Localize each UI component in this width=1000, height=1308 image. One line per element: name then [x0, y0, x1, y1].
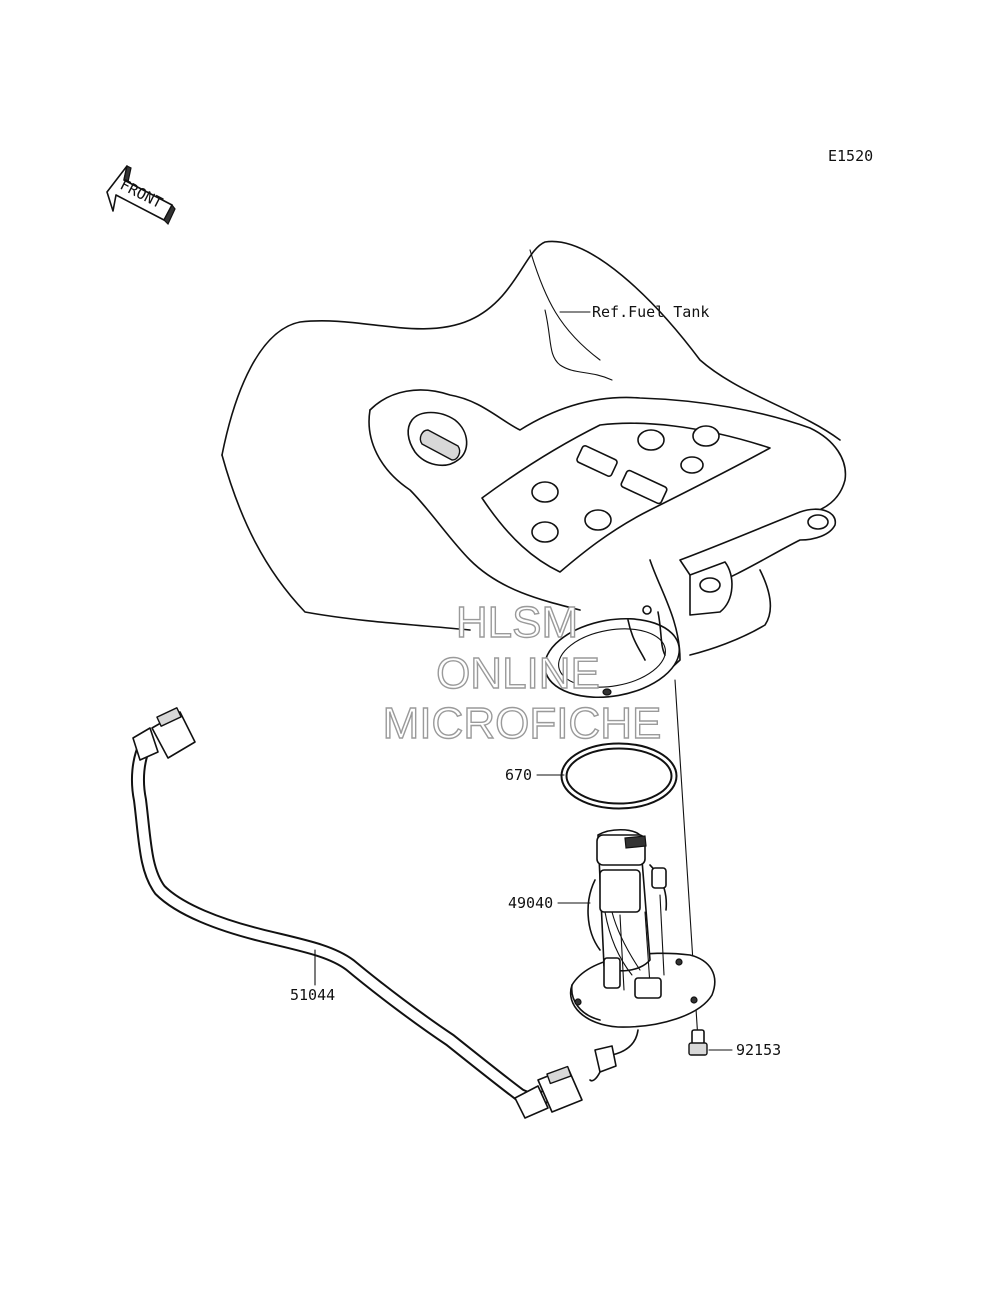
part-number-51044: 51044	[290, 986, 335, 1004]
fuel-hose	[130, 707, 583, 1119]
part-number-49040: 49040	[508, 894, 553, 912]
watermark-line2: ONLINE	[436, 649, 600, 698]
diagram-code: E1520	[828, 147, 873, 165]
watermark-line3: MICROFICHE	[383, 699, 662, 748]
part-number-92153: 92153	[736, 1041, 781, 1059]
front-arrow-icon: FRONT	[106, 165, 176, 226]
bolt	[688, 1029, 708, 1056]
gasket-ring	[560, 742, 678, 810]
watermark: HLSM ONLINE MICROFICHE	[382, 597, 662, 748]
watermark-line1: HLSM	[456, 598, 578, 647]
fuel-tank	[221, 240, 847, 699]
part-number-670: 670	[505, 766, 532, 784]
reference-label: Ref.Fuel Tank	[592, 303, 709, 321]
fuel-pump-assembly	[569, 828, 716, 1082]
